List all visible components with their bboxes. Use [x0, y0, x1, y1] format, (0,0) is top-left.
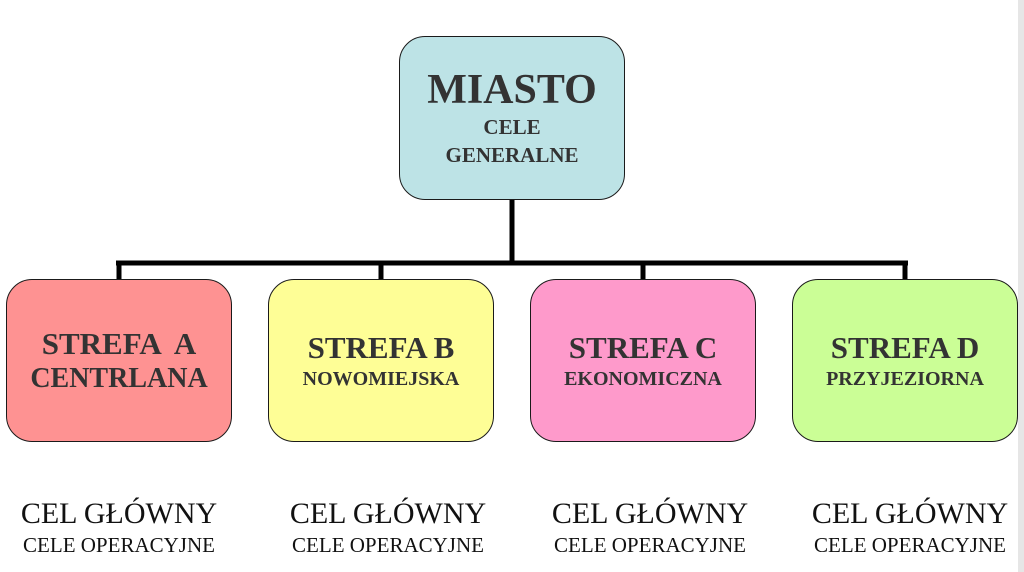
zone-node-a: STREFA A CENTRLANA: [6, 279, 232, 442]
zone-c-caption-main: CEL GŁÓWNY: [551, 497, 749, 530]
zone-c-title: STREFA C: [568, 329, 718, 365]
zone-node-c: STREFA C EKONOMICZNA: [530, 279, 756, 442]
zone-b-caption-sub: CELE OPERACYJNE: [292, 533, 484, 557]
zone-b-name: NOWOMIEJSKA: [302, 367, 460, 390]
zone-c-caption: CEL GŁÓWNY CELE OPERACYJNE: [530, 496, 770, 558]
zone-c-name: EKONOMICZNA: [564, 367, 722, 390]
root-subtitle-line2: GENERALNE: [445, 143, 579, 167]
zone-a-caption-sub: CELE OPERACYJNE: [23, 533, 215, 557]
zone-b-caption: CEL GŁÓWNY CELE OPERACYJNE: [268, 496, 508, 558]
root-subtitle-line1: CELE: [483, 115, 541, 139]
root-node-miasto: MIASTO CELE GENERALNE: [399, 36, 625, 200]
zone-d-name: PRZYJEZIORNA: [826, 367, 984, 390]
root-title: MIASTO: [427, 67, 597, 113]
zone-b-title: STREFA B: [307, 329, 455, 365]
zone-a-caption-main: CEL GŁÓWNY: [20, 497, 218, 530]
zone-c-caption-sub: CELE OPERACYJNE: [554, 533, 746, 557]
zone-d-title: STREFA D: [830, 329, 980, 365]
right-edge-strip: [1018, 0, 1024, 572]
zone-d-caption: CEL GŁÓWNY CELE OPERACYJNE: [790, 496, 1024, 558]
zone-d-caption-main: CEL GŁÓWNY: [811, 497, 1009, 530]
zone-node-d: STREFA D PRZYJEZIORNA: [792, 279, 1018, 442]
zone-a-caption: CEL GŁÓWNY CELE OPERACYJNE: [0, 496, 239, 558]
zone-b-caption-main: CEL GŁÓWNY: [289, 497, 487, 530]
zone-d-caption-sub: CELE OPERACYJNE: [814, 533, 1006, 557]
zone-node-b: STREFA B NOWOMIEJSKA: [268, 279, 494, 442]
zone-a-title: STREFA A: [41, 325, 197, 361]
zone-a-name: CENTRLANA: [30, 362, 208, 394]
